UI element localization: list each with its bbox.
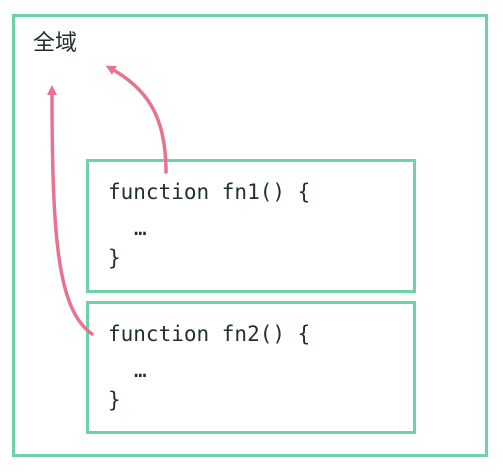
fn2-declaration: function fn2() { [108,322,311,346]
fn2-scope-box: function fn2() { … } [86,301,416,434]
fn2-body-ellipsis: … [134,358,147,382]
fn1-closing-brace: } [108,246,121,270]
fn1-declaration: function fn1() { [108,180,311,204]
fn1-body-ellipsis: … [134,216,147,240]
global-scope-label: 全域 [33,31,78,56]
fn2-closing-brace: } [108,388,121,412]
fn1-scope-box: function fn1() { … } [86,159,416,293]
